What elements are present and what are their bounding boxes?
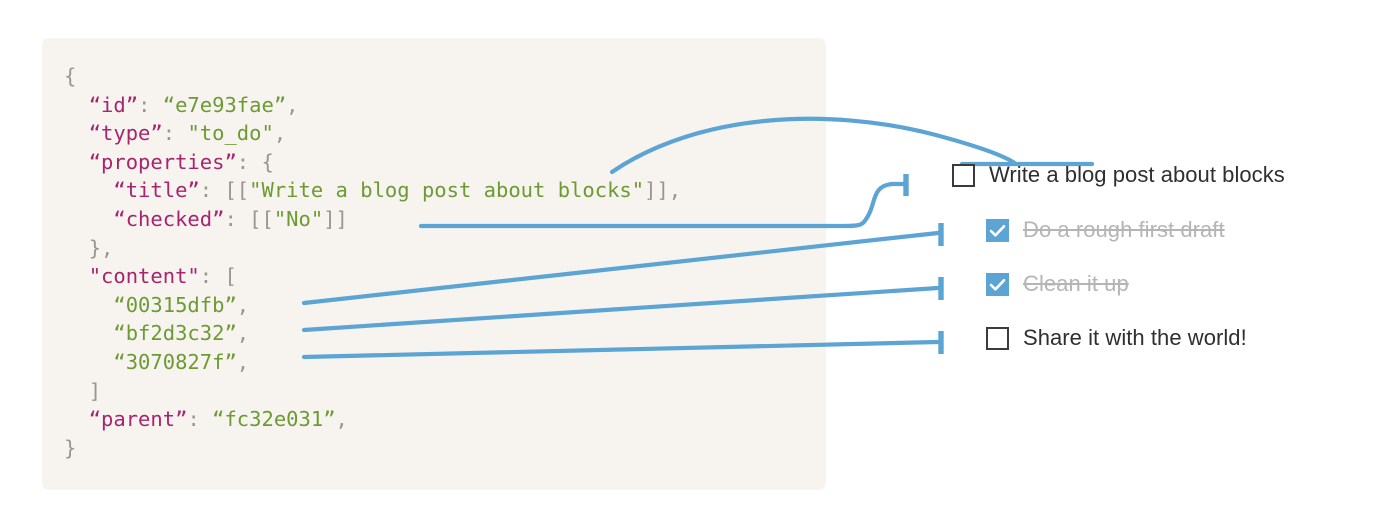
json-token-p: , <box>236 292 250 317</box>
json-token-s: "No" <box>273 206 324 231</box>
json-token-p: ]], <box>644 178 682 203</box>
list-item[interactable]: Share it with the world! <box>986 323 1247 353</box>
todo-item-label: Clean it up <box>1023 271 1129 296</box>
json-token-p: : <box>162 121 188 146</box>
todo-item-label: Write a blog post about blocks <box>989 162 1285 187</box>
json-token-k: “id” <box>88 92 139 117</box>
checkbox-checked-icon[interactable] <box>986 272 1009 296</box>
json-token-p: : [[ <box>224 206 274 231</box>
json-token-p: }, <box>88 235 114 260</box>
todo-item-label: Share it with the world! <box>1023 325 1247 350</box>
json-token-k: "content" <box>88 264 200 289</box>
json-token-s: "to_do" <box>187 121 274 146</box>
json-token-p: : [[ <box>199 178 250 203</box>
json-code-block: { “id”: “e7e93fae”, “type”: "to_do", “pr… <box>64 62 681 462</box>
json-token-p: ] <box>88 378 102 403</box>
json-token-p: : <box>187 407 213 432</box>
list-item[interactable]: Clean it up <box>986 269 1129 299</box>
json-token-p: { <box>64 64 77 88</box>
json-token-p: ]] <box>323 206 348 231</box>
json-token-p: , <box>236 349 250 374</box>
checkbox-checked-icon[interactable] <box>986 218 1009 242</box>
json-token-s: “3070827f” <box>113 349 237 374</box>
json-token-s: “00315dfb” <box>113 292 237 317</box>
checkbox-empty-icon[interactable] <box>986 326 1009 350</box>
json-token-p: } <box>64 435 77 460</box>
json-token-p: , <box>286 92 299 117</box>
json-token-p: , <box>335 407 348 432</box>
json-token-k: “checked” <box>113 206 225 231</box>
checkbox-empty-icon[interactable] <box>952 163 975 187</box>
list-item[interactable]: Do a rough first draft <box>986 215 1225 245</box>
json-token-s: “bf2d3c32” <box>113 321 237 346</box>
list-item[interactable]: Write a blog post about blocks <box>952 160 1285 190</box>
json-token-p: : <box>138 92 163 117</box>
json-token-k: “type” <box>88 121 163 146</box>
json-token-p: : { <box>236 149 274 174</box>
json-token-s: “fc32e031” <box>212 407 336 432</box>
json-token-s: “e7e93fae” <box>162 92 287 117</box>
json-token-s: "Write a blog post about blocks" <box>249 178 645 203</box>
json-token-k: “properties” <box>88 149 237 174</box>
json-token-k: “parent” <box>88 407 188 432</box>
json-token-p: : [ <box>199 264 237 289</box>
json-token-k: “title” <box>113 178 200 203</box>
json-token-p: , <box>236 321 250 346</box>
todo-item-label: Do a rough first draft <box>1023 217 1225 242</box>
json-token-p: , <box>273 121 287 146</box>
